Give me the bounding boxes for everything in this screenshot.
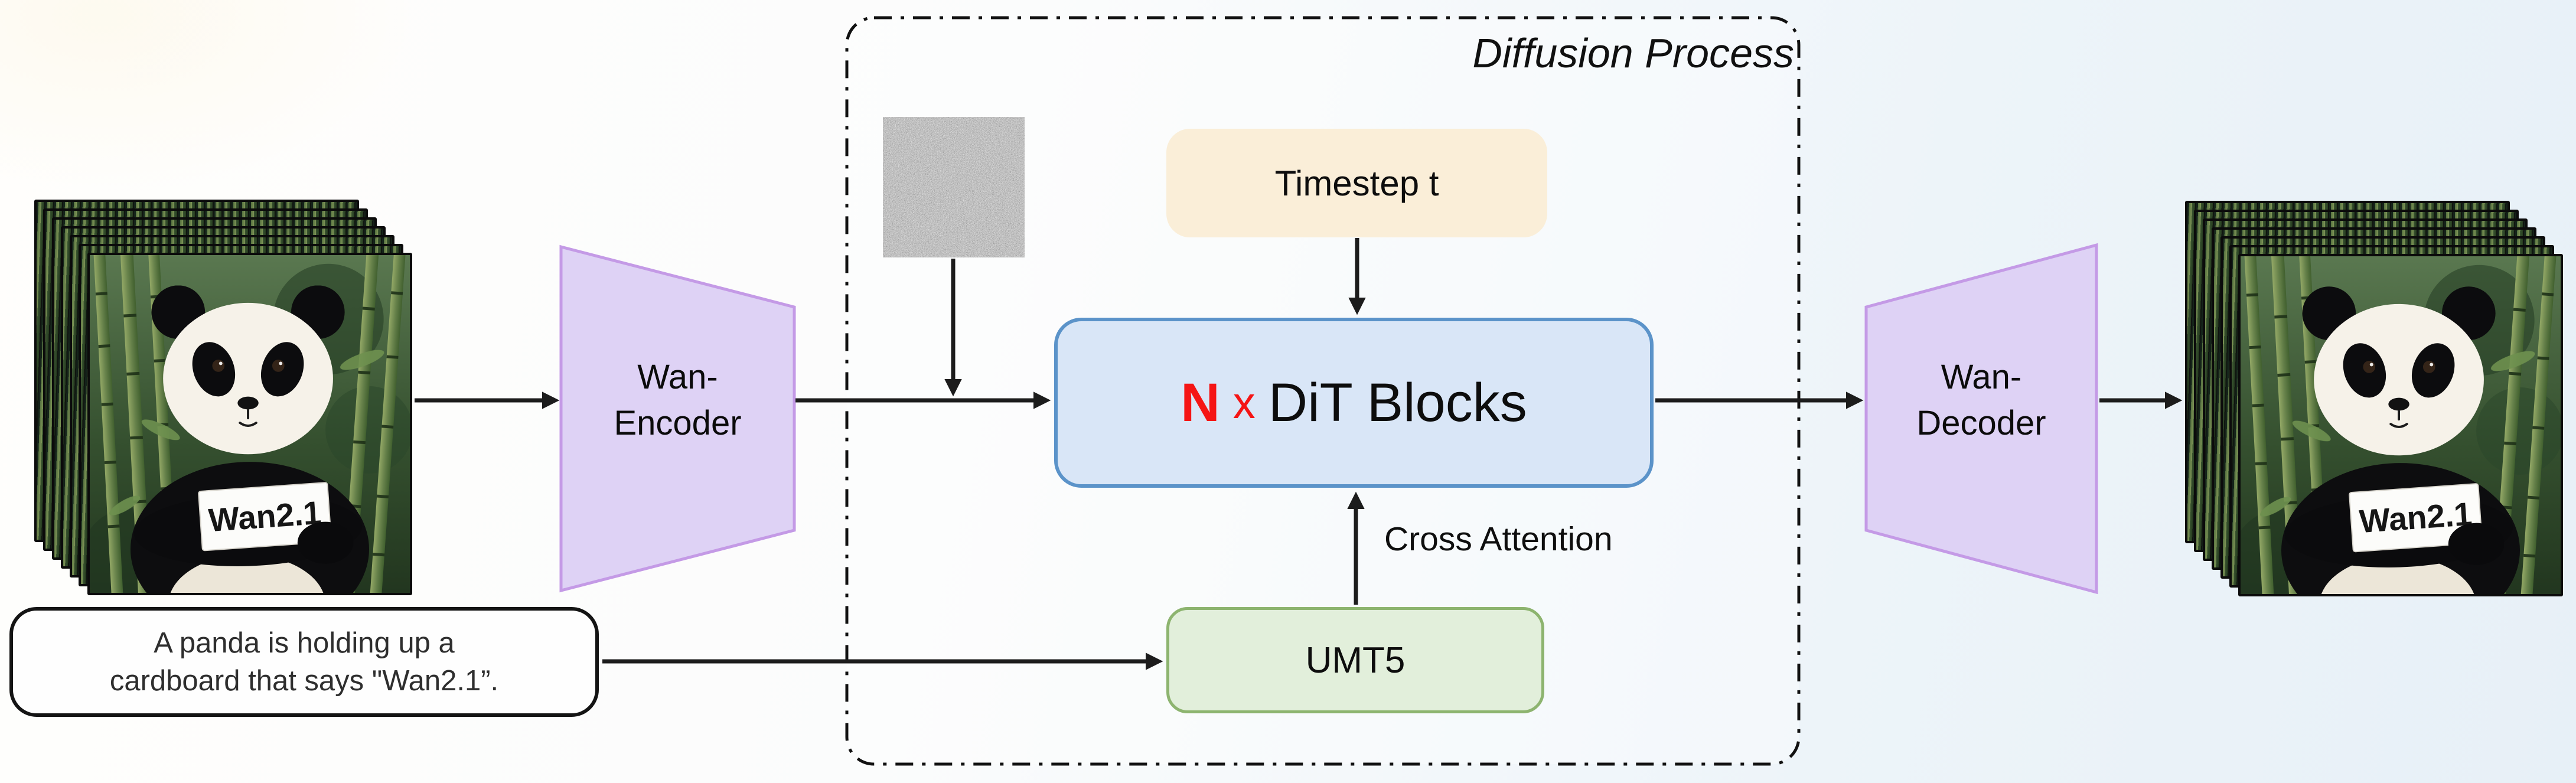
cross-attention-label: Cross Attention [1384,520,1613,558]
umt5-text-encoder-box: UMT5 [1166,607,1544,713]
noise-latent-image [883,117,1025,257]
wan-encoder-label-line2: Encoder [614,404,742,442]
video-frame-front: Wan2.1 [2238,254,2563,596]
dit-blocks-label: DiT Blocks [1268,372,1527,433]
panda: Wan2.1 [131,285,369,593]
wan-decoder-label-line2: Decoder [1916,404,2046,442]
prompt-line2: cardboard that says "Wan2.1”. [109,665,499,697]
timestep-box: Timestep t [1166,129,1547,237]
wan-encoder-label: Wan- Encoder [561,354,794,446]
panda: Wan2.1 [2281,286,2520,594]
prompt-line1: A panda is holding up a [154,627,455,659]
dit-n-count: N [1181,372,1220,433]
wan-encoder-label-line1: Wan- [637,358,718,396]
diffusion-process-title: Diffusion Process [1472,30,1794,76]
wan-decoder-label-line1: Wan- [1941,358,2022,396]
panda-image: Wan2.1 [2241,256,2561,594]
timestep-label: Timestep t [1274,163,1439,203]
umt5-label: UMT5 [1305,640,1406,681]
video-frame-front: Wan2.1 [87,253,412,595]
wan-decoder-label: Wan- Decoder [1866,354,2096,446]
dit-times-symbol: x [1232,377,1256,428]
panda-sign: Wan2.1 [198,482,332,552]
dit-blocks-box: N x DiT Blocks [1054,318,1654,488]
panda-image: Wan2.1 [90,255,410,593]
prompt-text-box: A panda is holding up a cardboard that s… [9,607,599,717]
